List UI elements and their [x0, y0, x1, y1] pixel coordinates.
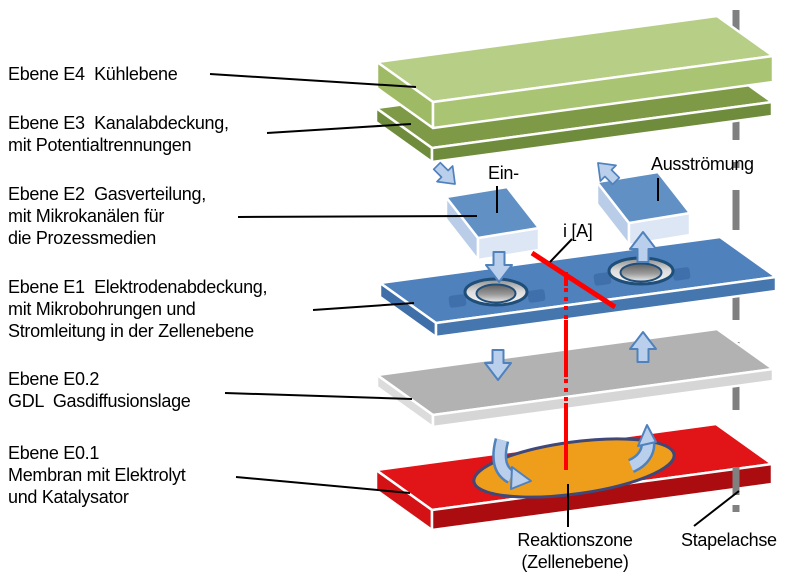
label-current: i [A] [563, 221, 593, 241]
curved-arrow-out-of-reaction-zone [627, 424, 657, 473]
layer-gdl-plate [375, 327, 775, 429]
outflow-bar-top-face [595, 170, 692, 225]
leader-e2 [237, 215, 478, 218]
curved-arrow-into-reaction-zone [492, 438, 532, 490]
label-outflow: Ausströmung [651, 154, 754, 174]
ring-hole [619, 262, 663, 283]
inflow-arrow-icon [428, 157, 464, 193]
ring-hole [475, 283, 517, 304]
curved-arrow-head [637, 424, 657, 447]
leader-membrane [235, 476, 411, 494]
hole-shadow [593, 272, 612, 286]
leader-e1 [312, 302, 415, 311]
leader-stack-axis [693, 490, 740, 527]
inflow-port-bar [444, 185, 541, 262]
membrane-front-face [430, 462, 774, 532]
label-layer-e0-1: Ebene E0.1 Membran mit Elektrolyt und Ka… [8, 443, 186, 507]
curved-arrow-head [510, 466, 532, 490]
layer-membrane-plate [374, 422, 774, 532]
e1-front-face [434, 275, 778, 339]
left-bore-ring [463, 277, 529, 307]
label-reaction-zone: Reaktionszone (Zellenebene) [517, 530, 633, 572]
e4-front-face [431, 54, 775, 130]
layer-e4-slab [375, 14, 775, 130]
leader-lines [209, 73, 740, 527]
current-line [530, 250, 617, 470]
hole-shadow [448, 294, 467, 308]
label-stack-axis: Stapelachse [681, 530, 777, 550]
layer-e1-plate [378, 235, 778, 339]
label-layer-e1: Ebene E1 Elektrodenabdeckung, mit Mikrob… [8, 277, 268, 341]
label-layer-e4: Ebene E4 Kühlebene [8, 64, 178, 84]
hole-shadow [527, 289, 546, 303]
current-diagonal-line [530, 250, 617, 310]
e3-front-face [430, 100, 774, 164]
leader-e4 [209, 73, 417, 88]
leader-current [549, 238, 573, 263]
hole-shadow [672, 267, 691, 281]
label-layer-e2: Ebene E2 Gasverteilung, mit Mikrokanälen… [8, 184, 206, 248]
label-inflow: Ein- [488, 163, 519, 183]
leader-e3 [266, 123, 412, 134]
right-bore-ring [607, 256, 675, 286]
inflow-bar-top-face [444, 185, 541, 240]
label-layer-e3: Ebene E3 Kanalabdeckung, mit Potentialtr… [8, 113, 229, 155]
label-layer-e0-2: Ebene E0.2 GDL Gasdiffusionslage [8, 369, 191, 411]
leader-gdl [224, 392, 413, 400]
gdl-front-face [431, 367, 775, 429]
